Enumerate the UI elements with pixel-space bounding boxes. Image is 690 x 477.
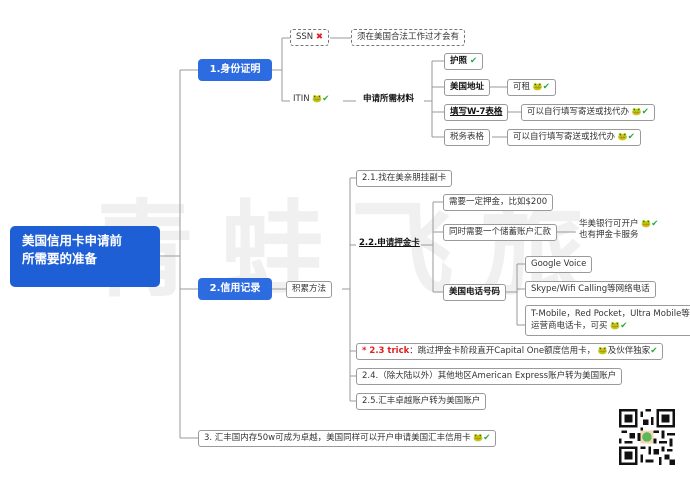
item-2-2: 2.2.申请押金卡 <box>359 238 420 248</box>
w7-form-node: 填写W-7表格 <box>444 104 509 122</box>
frog-icon: 🐸 <box>610 321 621 331</box>
trick-text: ：跳过押金卡阶段直开Capital One额度信用卡， <box>409 346 596 356</box>
check-icon: ✔ <box>620 321 628 332</box>
frog-icon: 🐸 <box>617 132 628 141</box>
item-2-4: 2.4.（除大陆以外）其他地区American Express账户转为美国账户 <box>356 368 623 386</box>
frog-icon: 🐸 <box>631 107 642 116</box>
check-icon: ✔ <box>641 107 649 117</box>
ssn-note: 须在美国合法工作过才会有 <box>351 29 466 47</box>
check-icon: ✔ <box>651 219 659 229</box>
carrier-line2: 运营商电话卡，可买 🐸✔ <box>531 320 690 332</box>
root-title-line1: 美国信用卡申请前 <box>22 233 123 248</box>
passport-node: 护照 ✔ <box>444 53 484 71</box>
ssn-node: SSN ✖ <box>290 29 329 47</box>
frog-icon: 🐸 <box>532 82 543 91</box>
itin-node: ITIN 🐸✔ <box>290 94 332 105</box>
passport-label: 护照 <box>450 56 468 66</box>
us-address-note-text: 可租 <box>513 82 531 92</box>
us-address-node: 美国地址 <box>444 79 491 97</box>
materials-node: 申请所需材料 <box>363 94 415 104</box>
bank-line2: 也有押金卡服务 <box>579 230 639 241</box>
trick-tail: 及伙伴独家 <box>607 346 651 356</box>
tax-form-note: 可以自行填写寄送或找代办 🐸✔ <box>507 129 641 147</box>
qr-code-image <box>619 409 675 465</box>
check-icon: ✔ <box>650 346 658 356</box>
bank-line1-text: 华美银行可开户 <box>579 219 639 229</box>
check-icon: ✔ <box>469 56 478 66</box>
carrier-line2-text: 运营商电话卡，可买 <box>531 321 608 332</box>
trick-star: * <box>362 346 370 356</box>
check-icon: ✔ <box>322 94 330 104</box>
itin-label: ITIN <box>293 94 310 104</box>
method-node: 积累方法 <box>286 281 333 299</box>
carrier-node: T-Mobile，Red Pocket，Ultra Mobile等 运营商电话卡… <box>525 305 690 336</box>
frog-icon: 🐸 <box>641 219 652 228</box>
w7-form-note-text: 可以自行填写寄送或找代办 <box>527 107 630 117</box>
google-voice-node: Google Voice <box>525 256 593 274</box>
tax-form-node: 税务表格 <box>444 129 491 147</box>
check-icon: ✔ <box>542 82 550 92</box>
us-address-note: 可租 🐸✔ <box>507 79 556 97</box>
bank-line1: 华美银行可开户 🐸✔ <box>579 219 658 230</box>
frog-icon: 🐸 <box>312 94 323 103</box>
branch-credit-history: 2.信用记录 <box>198 278 272 300</box>
wifi-calling-node: Skype/Wifi Calling等网络电话 <box>525 281 656 299</box>
savings-node: 同时需要一个储蓄账户汇款 <box>443 224 558 242</box>
ssn-label: SSN <box>296 32 314 42</box>
root-topic: 美国信用卡申请前 所需要的准备 <box>10 226 160 287</box>
branch-identity: 1.身份证明 <box>198 59 272 81</box>
item-2-5: 2.5.汇丰卓越账户转为美国账户 <box>356 393 487 411</box>
root-title-line2: 所需要的准备 <box>22 251 98 267</box>
w7-form-note: 可以自行填写寄送或找代办 🐸✔ <box>521 104 655 122</box>
us-phone-node: 美国电话号码 <box>443 284 507 302</box>
branch-hsbc-text: 3. 汇丰国内存50w可成为卓越，美国同样可以开户申请美国汇丰信用卡 <box>204 433 471 443</box>
item-2-3: * 2.3 trick：跳过押金卡阶段直开Capital One额度信用卡， 🐸… <box>356 343 664 361</box>
item-2-1: 2.1.找在美亲朋挂副卡 <box>356 170 453 188</box>
cross-icon: ✖ <box>315 32 323 42</box>
carrier-line1: T-Mobile，Red Pocket，Ultra Mobile等 <box>531 309 690 319</box>
frog-icon: 🐸 <box>597 346 608 355</box>
deposit-node: 需要一定押金，比如$200 <box>443 194 554 212</box>
branch-hsbc: 3. 汇丰国内存50w可成为卓越，美国同样可以开户申请美国汇丰信用卡 🐸✔ <box>198 430 497 448</box>
check-icon: ✔ <box>483 433 491 443</box>
frog-icon: 🐸 <box>473 433 484 442</box>
trick-title: 2.3 trick <box>369 346 410 356</box>
tax-form-note-text: 可以自行填写寄送或找代办 <box>513 132 616 142</box>
check-icon: ✔ <box>627 132 635 142</box>
bank-node: 华美银行可开户 🐸✔ 也有押金卡服务 <box>576 219 661 241</box>
